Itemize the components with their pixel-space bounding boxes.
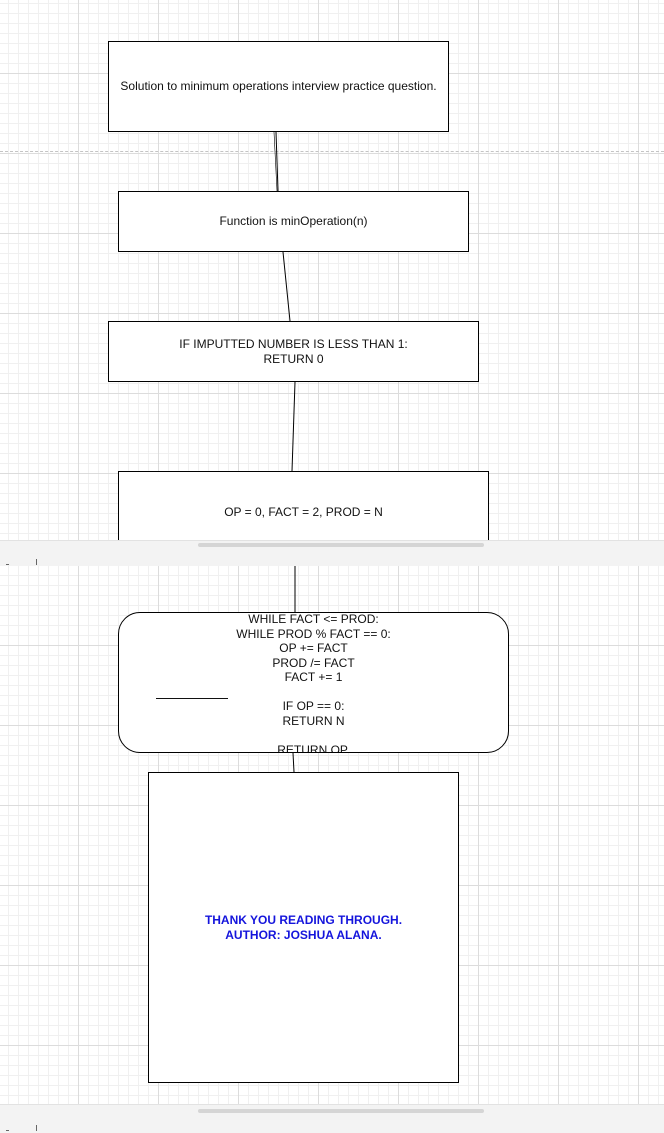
scroll-corner-mark-icon [6,564,9,565]
diagram-canvas-top[interactable]: Solution to minimum operations interview… [0,0,664,540]
horizontal-scrollbar-top[interactable] [0,540,664,567]
diagram-canvas-bottom[interactable]: WHILE FACT <= PROD: WHILE PROD % FACT ==… [0,566,664,1104]
return-op-underline [156,698,228,699]
node-if-check-text: IF IMPUTTED NUMBER IS LESS THAN 1: RETUR… [179,337,408,366]
edge-title-to-function[interactable] [275,131,279,192]
edge-loop-to-thanks[interactable] [292,752,295,773]
connectors-bottom [292,566,296,773]
node-title-text: Solution to minimum operations interview… [120,79,437,94]
node-function[interactable]: Function is minOperation(n) [118,191,469,252]
node-init[interactable]: OP = 0, FACT = 2, PROD = N [118,471,489,540]
node-thanks[interactable]: THANK YOU READING THROUGH. AUTHOR: JOSHU… [148,772,459,1083]
node-title[interactable]: Solution to minimum operations interview… [108,41,449,132]
scrollbar-thumb-bottom[interactable] [198,1109,484,1113]
scroll-tick-mark-icon [36,559,37,565]
node-loop-text: WHILE FACT <= PROD: WHILE PROD % FACT ==… [236,612,391,753]
horizontal-scrollbar-bottom[interactable] [0,1104,664,1133]
edge-if-to-init[interactable] [291,381,296,472]
scroll-corner-mark-icon [6,1130,9,1131]
edge-title-to-function-shadow [273,131,278,192]
page-break-line [0,151,664,152]
connectors-top [273,131,296,472]
node-function-text: Function is minOperation(n) [219,214,368,229]
scrollbar-thumb-top[interactable] [198,543,484,547]
node-loop[interactable]: WHILE FACT <= PROD: WHILE PROD % FACT ==… [118,612,509,753]
node-thanks-text: THANK YOU READING THROUGH. AUTHOR: JOSHU… [204,913,403,942]
edge-function-to-if[interactable] [282,251,291,322]
scroll-tick-mark-icon [36,1125,37,1131]
node-init-text: OP = 0, FACT = 2, PROD = N [224,505,383,519]
node-if-check[interactable]: IF IMPUTTED NUMBER IS LESS THAN 1: RETUR… [108,321,479,382]
